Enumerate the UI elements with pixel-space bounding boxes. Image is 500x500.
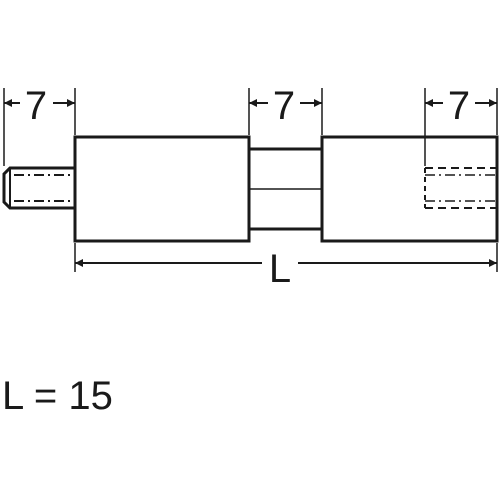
- length-formula: L = 15: [2, 374, 113, 418]
- right-body: [320, 135, 499, 243]
- left-body: [73, 135, 251, 243]
- internal-thread-hidden: [424, 167, 497, 209]
- dim-label-right: 7: [448, 84, 470, 128]
- dim-label-left: 7: [25, 84, 47, 128]
- dim-label-middle: 7: [273, 84, 295, 128]
- middle-neck: [249, 147, 322, 231]
- dim-label-overall: L: [269, 247, 291, 291]
- threaded-stud: [2, 166, 75, 210]
